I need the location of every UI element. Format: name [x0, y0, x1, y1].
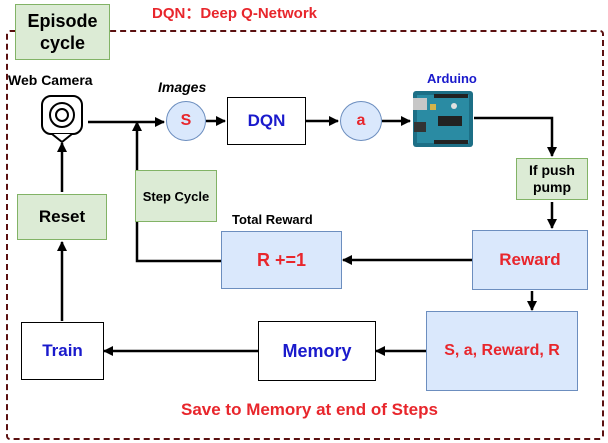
arrow-arduino-to-ifpush — [474, 116, 557, 157]
arduino-label: Arduino — [427, 71, 477, 86]
diagram-title: DQN：Deep Q-Network — [152, 5, 318, 22]
action-node: a — [340, 101, 382, 141]
train-label: Train — [42, 341, 83, 360]
reset-box: Reset — [17, 194, 107, 240]
reward-increment-label: R +=1 — [256, 249, 307, 270]
footer-caption: Save to Memory at end of Steps — [181, 400, 438, 419]
step-cycle-label: Step Cycle — [142, 188, 210, 204]
web-camera-label: Web Camera — [8, 72, 93, 88]
memory-box: Memory — [258, 321, 376, 381]
transition-tuple-box: S, a, Reward, R — [426, 311, 578, 391]
reset-label: Reset — [38, 207, 86, 226]
dqn-box: DQN — [227, 97, 306, 145]
web-camera-icon — [41, 95, 83, 144]
images-label: Images — [158, 79, 207, 95]
arduino-board-icon — [413, 91, 473, 147]
dqn-label: DQN — [247, 111, 286, 130]
state-label: S — [180, 112, 192, 129]
reward-increment-box: R +=1 — [221, 231, 342, 289]
reward-label: Reward — [499, 250, 561, 269]
memory-label: Memory — [282, 340, 352, 361]
episode-cycle-label: Episode cycle — [27, 11, 98, 53]
state-node: S — [166, 101, 206, 141]
train-box: Train — [21, 322, 104, 380]
arrow-increment-to-loop — [132, 121, 221, 263]
if-push-pump-label: If push pump — [529, 162, 575, 195]
episode-cycle-box: Episode cycle — [15, 4, 110, 60]
episode-frame — [6, 30, 604, 440]
step-cycle-box: Step Cycle — [135, 170, 217, 222]
action-label: a — [356, 112, 366, 129]
if-push-pump-box: If push pump — [516, 158, 588, 200]
transition-tuple-label: S, a, Reward, R — [444, 342, 560, 359]
total-reward-label: Total Reward — [232, 212, 313, 227]
reward-box: Reward — [472, 230, 588, 290]
